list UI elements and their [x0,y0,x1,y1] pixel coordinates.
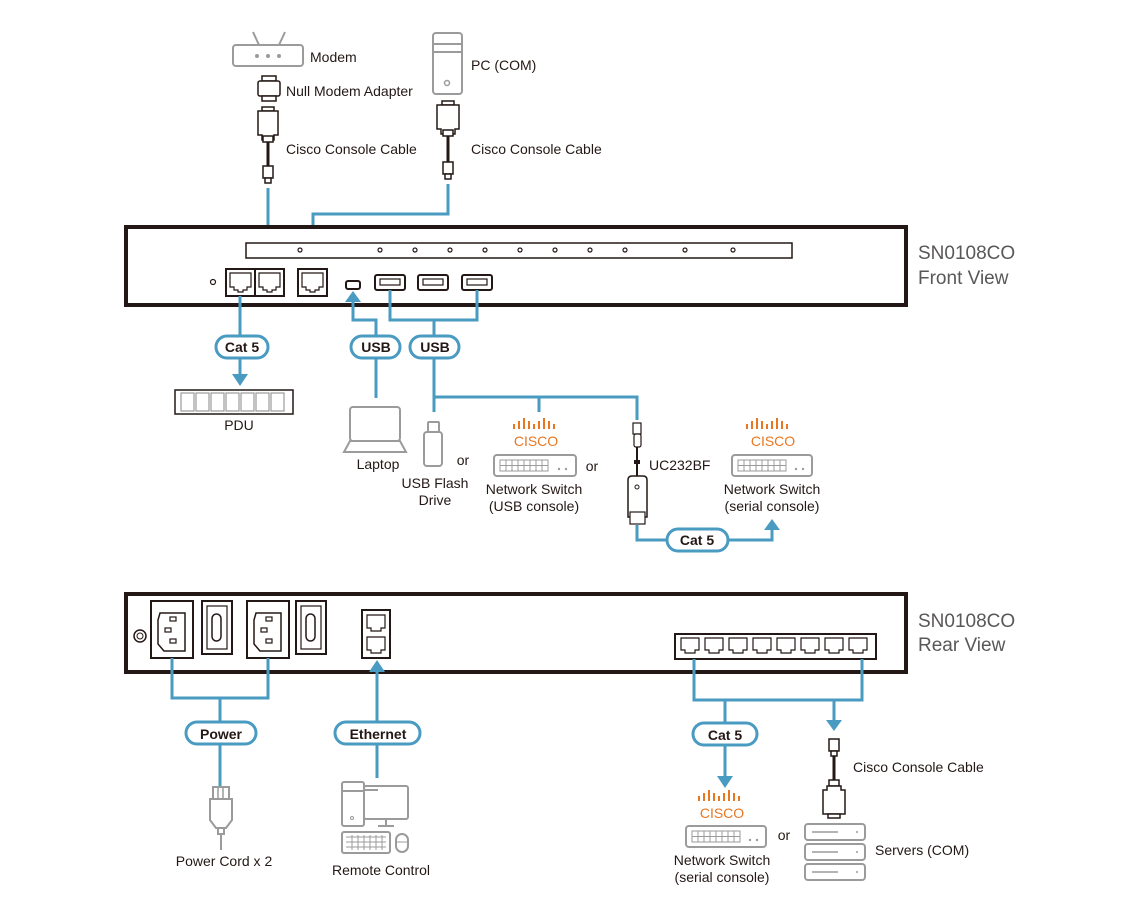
rear-switch-label-1: Network Switch [674,852,770,868]
null-modem-adapter-label: Null Modem Adapter [286,83,413,99]
power-inlet [246,600,290,659]
front-panel [124,225,908,307]
pdu-label: PDU [224,417,254,433]
rear-panel [124,592,908,674]
usb-port [417,274,449,291]
usb-port [374,274,406,291]
pdu-icon [174,389,294,415]
network-switch-icon [731,454,813,477]
power-inlet [150,600,194,659]
power-switch [295,600,327,655]
connection-pill-cat5-rear: Cat 5 [691,721,759,747]
switch-usb-label-2: (USB console) [489,498,579,514]
console-ports [674,633,877,660]
connection-pill-usb-devices: USB [408,334,461,360]
network-switch-icon [685,825,767,848]
cable-console-bus [692,659,864,702]
connection-pill-cat5: Cat 5 [214,334,270,360]
cisco-logo-icon [698,790,740,801]
rear-console-cable-label: Cisco Console Cable [853,759,984,775]
connection-pill-ethernet: Ethernet [333,720,422,746]
cisco-brand-label: CISCO [514,433,558,449]
laptop-label: Laptop [357,456,400,472]
arrow-head [345,291,361,302]
svg-text:Cat 5: Cat 5 [680,532,714,548]
cable-usb-branch [434,395,639,420]
modem-label: Modem [310,49,357,65]
uc232bf-label: UC232BF [649,457,710,473]
cisco-brand-label: CISCO [700,805,744,821]
uc232bf-adapter-icon [627,422,648,525]
arrow-head [717,776,733,788]
cisco-logo-icon [513,418,555,429]
connection-pill-power: Power [184,720,258,746]
remote-control-label: Remote Control [332,862,430,878]
svg-text:Power: Power [200,726,243,742]
arrow-head [232,374,248,386]
arrow-head [369,660,385,672]
front-model-label: SN0108CO [918,243,1015,264]
svg-text:USB: USB [420,339,450,355]
ground-screw-icon [133,629,147,643]
null-modem-adapter-icon [257,75,281,102]
ethernet-port [361,609,391,659]
svg-text:Ethernet: Ethernet [350,726,407,742]
mini-usb-port [345,280,361,290]
power-cord-icon [209,786,233,850]
servers-label: Servers (COM) [875,842,969,858]
arrow-head [826,720,842,731]
cisco-brand-label: CISCO [751,433,795,449]
console-cable-label-2: Cisco Console Cable [471,141,602,157]
svg-text:Cat 5: Cat 5 [225,339,259,355]
pc-com-label: PC (COM) [471,57,536,73]
switch-serial-label-2: (serial console) [725,498,820,514]
network-switch-icon [493,454,577,477]
usb-flash-label-1: USB Flash [402,475,469,491]
or-label: or [778,827,791,843]
connection-pill-usb-laptop: USB [349,334,402,360]
servers-icon [804,823,866,881]
svg-text:USB: USB [361,339,391,355]
rj45-port [297,268,328,297]
console-cable-icon [257,106,279,184]
laptop-icon [342,406,408,453]
power-switch [201,600,233,655]
switch-usb-label-1: Network Switch [486,481,582,497]
power-cord-label: Power Cord x 2 [176,853,273,869]
rear-view-label: Rear View [918,635,1006,656]
console-cable-label-1: Cisco Console Cable [286,141,417,157]
switch-serial-label-1: Network Switch [724,481,820,497]
console-cable-icon [822,738,846,819]
or-label: or [586,458,599,474]
usb-flash-label-2: Drive [419,492,452,508]
rear-switch-label-2: (serial console) [675,869,770,885]
rj45-port [225,268,256,297]
rj45-port [254,268,285,297]
cisco-logo-icon [746,418,788,429]
svg-text:Cat 5: Cat 5 [708,727,742,743]
or-label: or [457,452,470,468]
usb-port [461,274,493,291]
connection-pill-cat5-uc232bf: Cat 5 [665,527,730,553]
arrow-head [764,519,780,530]
front-view-label: Front View [918,268,1009,289]
rear-model-label: SN0108CO [918,611,1015,632]
pc-tower-icon [432,32,463,95]
desktop-pc-icon [341,781,409,854]
modem-icon [232,31,304,67]
console-cable-icon [436,100,460,180]
usb-flash-drive-icon [423,421,443,467]
